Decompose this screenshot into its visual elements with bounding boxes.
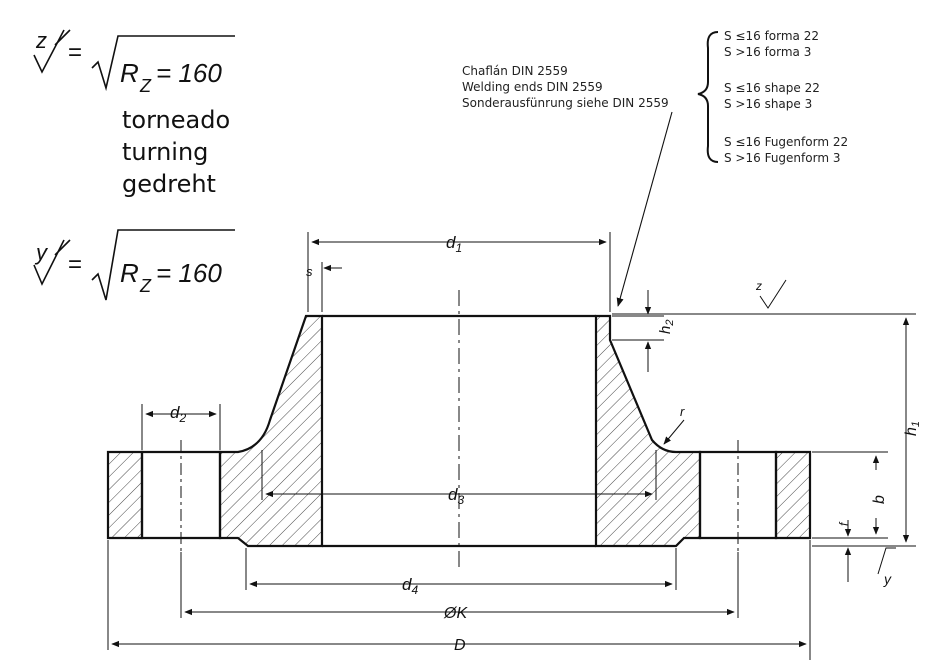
welding-note-de: Sonderausfünrung siehe DIN 2559 [462, 96, 669, 110]
process-es: torneado [122, 106, 230, 134]
label-D: D [454, 637, 466, 654]
label-f: f [837, 521, 851, 526]
welding-note-en: Welding ends DIN 2559 [462, 80, 603, 94]
shape-item-1: S ≤16 forma 22 [724, 29, 819, 43]
process-en: turning [122, 138, 208, 166]
flange-left-body [218, 314, 324, 548]
shape-item-6: S >16 Fugenform 3 [724, 151, 840, 165]
dimension-lines [107, 232, 916, 660]
label-z-mark: z [755, 279, 762, 293]
shape-item-3: S ≤16 shape 22 [724, 81, 820, 95]
roughness-y-R: R [120, 258, 139, 288]
label-K: ØK [443, 605, 468, 622]
bolt-hole-right [698, 450, 778, 540]
label-d1: d1 [446, 233, 462, 255]
welding-note-es: Chaflán DIN 2559 [462, 64, 568, 78]
shape-item-5: S ≤16 Fugenform 22 [724, 135, 848, 149]
shape-item-2: S >16 forma 3 [724, 45, 811, 59]
roughness-z-value: = 160 [156, 58, 222, 88]
shape-item-4: S >16 shape 3 [724, 97, 812, 111]
bolt-hole-left [140, 450, 222, 540]
label-b: b [871, 495, 888, 504]
flange-right-body [594, 314, 702, 548]
roughness-y-symbol: y = R Z = 160 [33, 229, 235, 301]
label-s: s [306, 264, 313, 279]
flange-section [106, 290, 812, 568]
label-h1: h1 [903, 421, 922, 436]
roughness-y-sub: Z [139, 276, 152, 296]
label-h2: h2 [657, 320, 676, 334]
label-r: r [680, 404, 685, 419]
roughness-z-R: R [120, 58, 139, 88]
roughness-z-letter: z [35, 28, 47, 53]
roughness-y-equals: = [68, 251, 82, 278]
roughness-z-symbol: z = R Z = 160 [33, 28, 235, 96]
label-d3: d3 [448, 485, 464, 507]
welding-note: Chaflán DIN 2559 Welding ends DIN 2559 S… [462, 64, 673, 307]
roughness-z-equals: = [68, 39, 82, 66]
roughness-z-sub: Z [139, 76, 152, 96]
label-d2: d2 [170, 403, 186, 425]
flange-left-rim [106, 450, 144, 540]
shape-list: S ≤16 forma 22 S >16 forma 3 S ≤16 shape… [697, 29, 848, 165]
flange-right-rim [774, 450, 812, 540]
label-d4: d4 [402, 575, 418, 597]
process-de: gedreht [122, 170, 216, 198]
roughness-y-letter: y [34, 240, 49, 265]
roughness-y-value: = 160 [156, 258, 222, 288]
label-y-mark: y [883, 571, 892, 587]
dimension-labels: d1 s d2 d3 d4 ØK D h2 h1 b f r z y [170, 233, 922, 654]
